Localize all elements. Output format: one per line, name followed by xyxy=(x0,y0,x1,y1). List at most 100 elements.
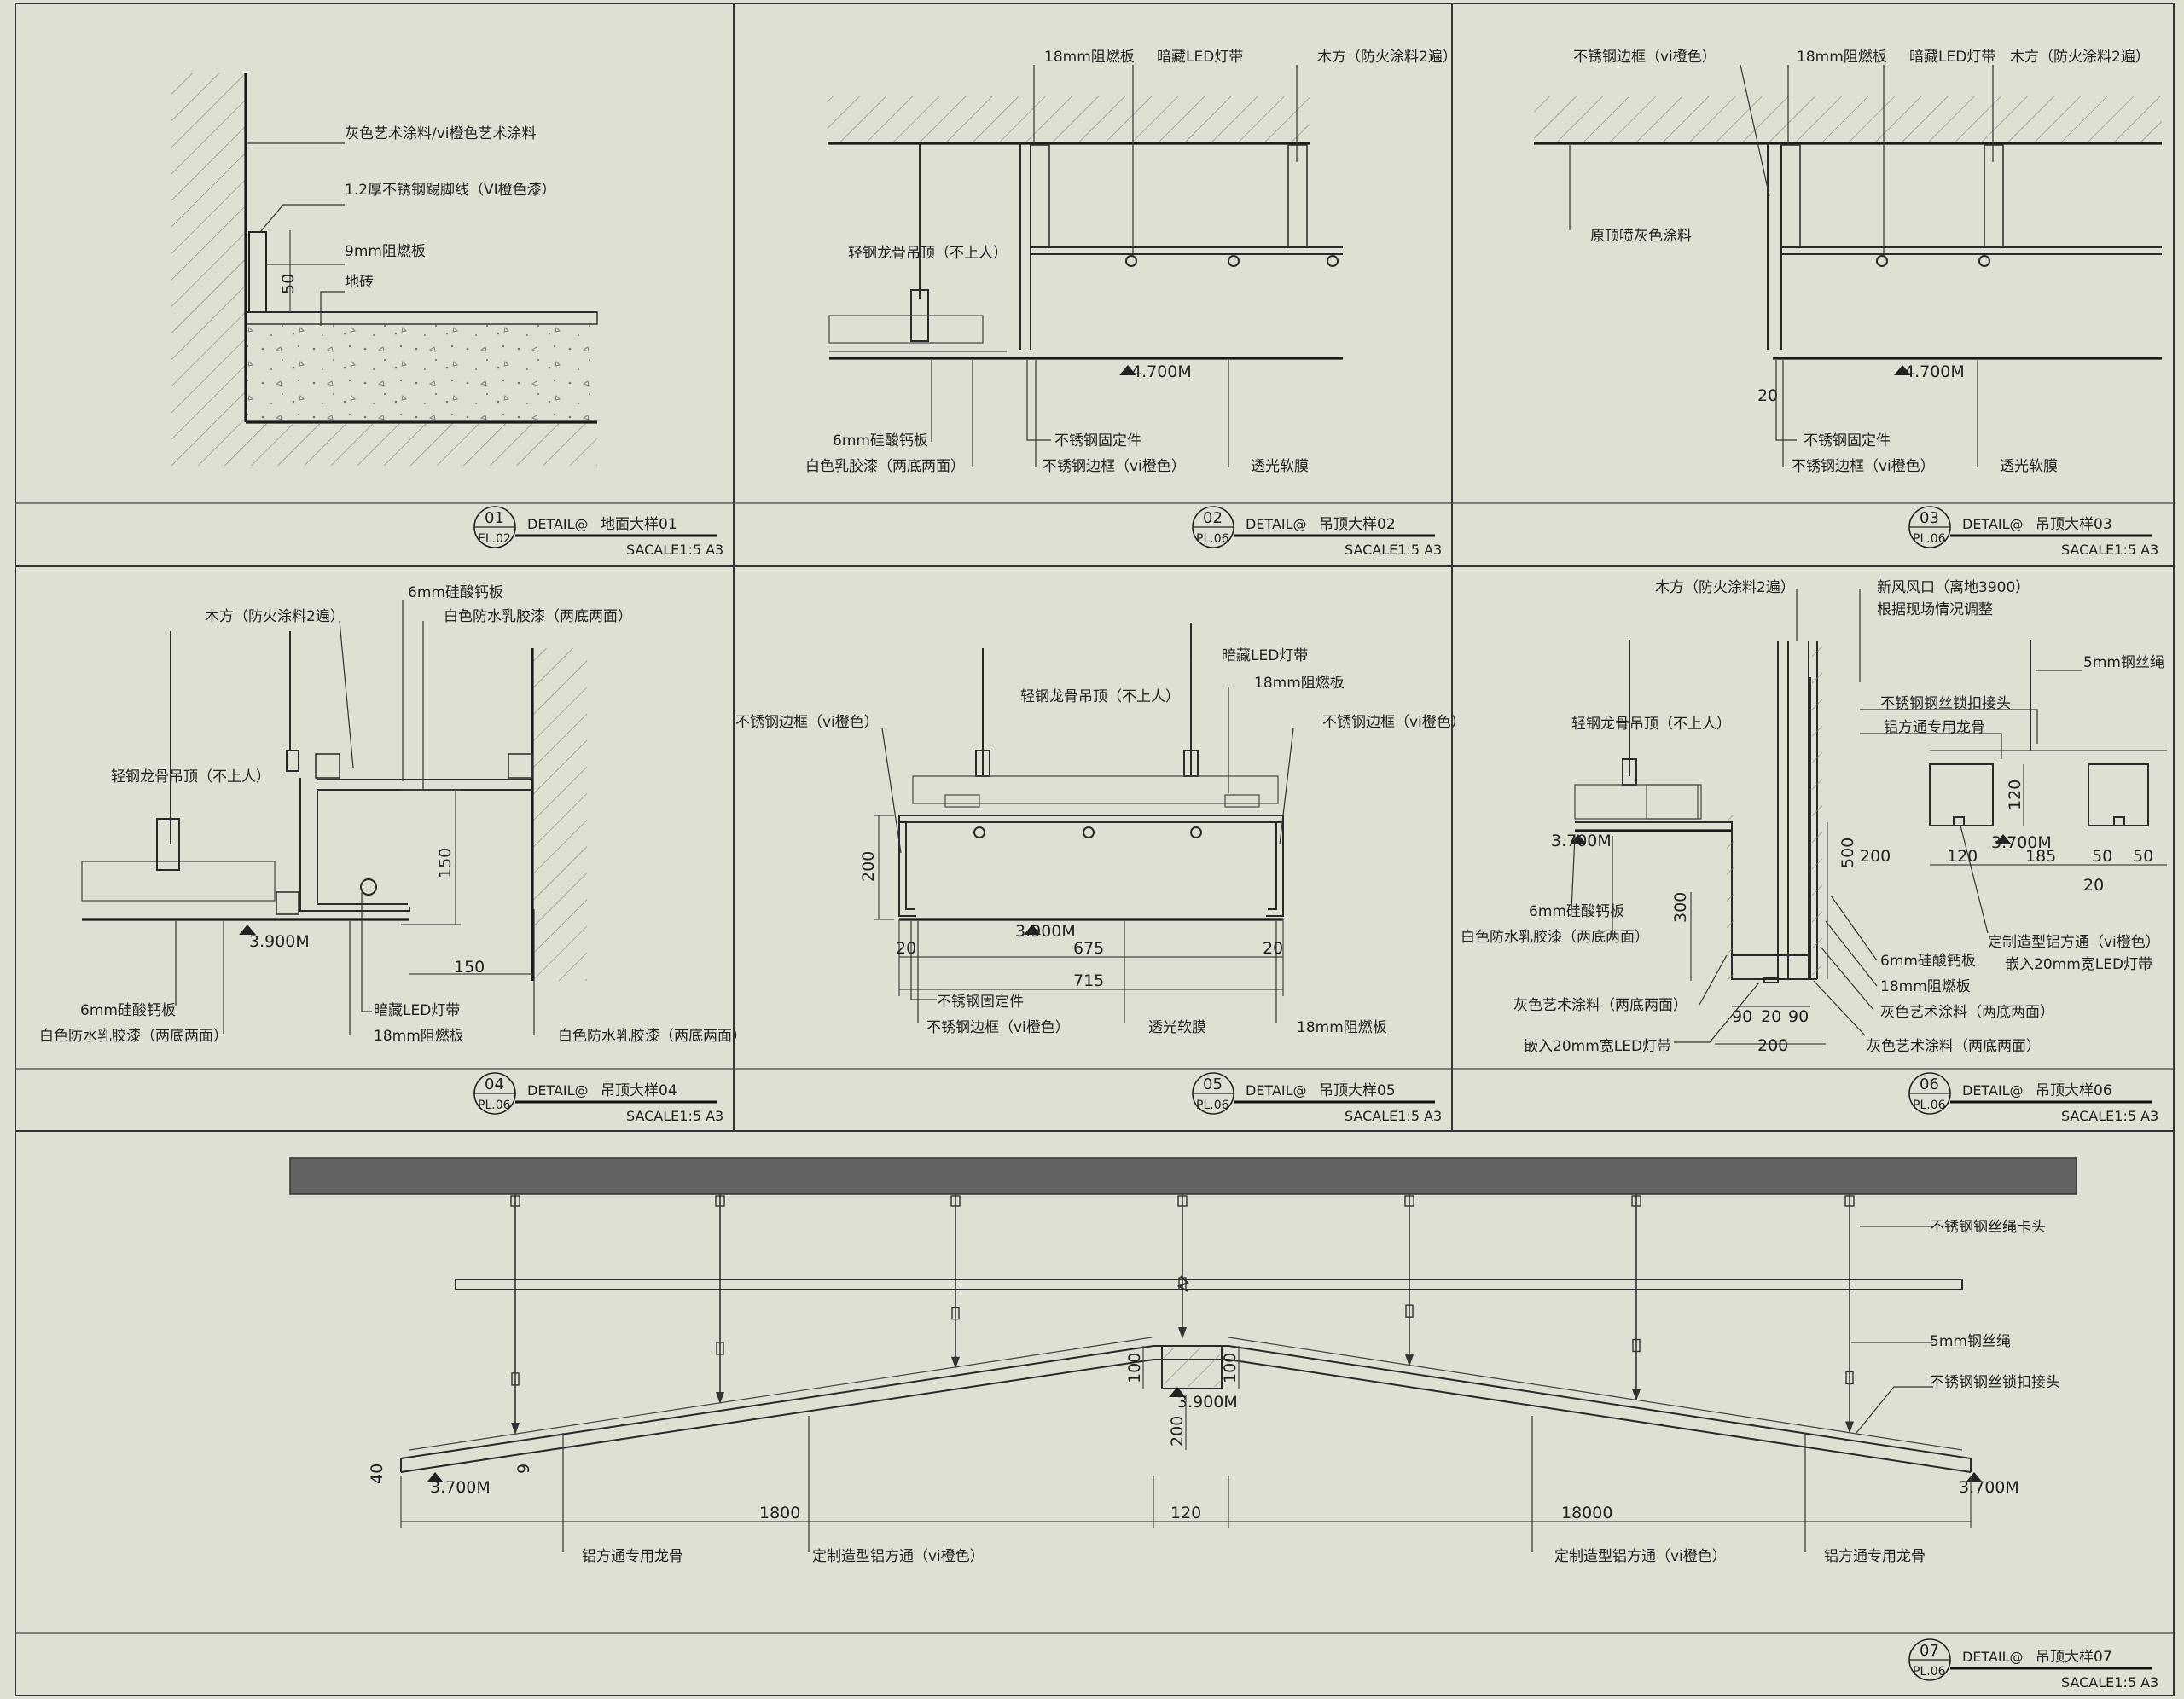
cable-clip xyxy=(1177,1195,1188,1207)
label-film: 透光软膜 xyxy=(1251,458,1309,475)
label-board18: 18mm阻燃板 xyxy=(1880,978,1971,995)
label-skirting: 1.2厚不锈钢踢脚线（VI橙色漆） xyxy=(345,182,556,199)
dim-50-b: 50 xyxy=(2133,847,2153,866)
dim-300: 300 xyxy=(1671,892,1690,923)
label-keel: 轻钢龙骨吊顶（不上人） xyxy=(848,245,1008,262)
detail-number: 05 xyxy=(1203,1076,1223,1093)
dim-120: 120 xyxy=(1170,1504,1201,1522)
structural-beam xyxy=(289,1157,2077,1195)
detail-name: 吊顶大样05 xyxy=(1319,1082,1396,1099)
dim-200-b: 200 xyxy=(1757,1036,1788,1055)
dim-200: 200 xyxy=(859,851,878,882)
cable-lock xyxy=(1405,1304,1414,1318)
detail-scale: SACALE1:5 A3 xyxy=(626,542,723,558)
detail-number: 07 xyxy=(1920,1642,1939,1660)
detail-number: 01 xyxy=(485,509,504,527)
label-cable5: 5mm钢丝绳 xyxy=(2083,654,2164,671)
cable-lock xyxy=(951,1307,960,1320)
label-film: 透光软膜 xyxy=(2000,458,2058,475)
sheet-frame xyxy=(15,3,2175,1696)
label-wood: 木方（防火涂料2遍） xyxy=(1655,579,1795,596)
detail-name: 吊顶大样04 xyxy=(601,1082,677,1099)
label-clip: 不锈钢钢丝绳卡头 xyxy=(1930,1219,2046,1236)
level-3900: 3.900M xyxy=(1177,1393,1238,1412)
dim-120-v: 120 xyxy=(2006,780,2024,810)
dim-150-v: 150 xyxy=(436,848,455,878)
detail-01: 50 灰色艺术涂料/vi橙色艺术涂料 1.2厚不锈钢踢脚线（VI橙色漆） 9mm… xyxy=(171,73,598,466)
label-latex: 白色防水乳胶漆（两底两面） xyxy=(1461,929,1649,946)
label-led: 暗藏LED灯带 xyxy=(1222,647,1308,664)
cable-end xyxy=(716,1392,724,1405)
sheet-ref: PL.06 xyxy=(1913,1099,1946,1112)
cable-lock xyxy=(1178,1277,1187,1290)
detail-tag: DETAIL@ xyxy=(1246,1082,1307,1099)
label-cable5: 5mm钢丝绳 xyxy=(1930,1333,2011,1350)
label-frame: 不锈钢边框（vi橙色） xyxy=(1043,458,1186,475)
cable-lock xyxy=(511,1372,520,1386)
dim-100-b: 100 xyxy=(1221,1353,1240,1383)
detail-name: 地面大样01 xyxy=(601,516,677,533)
label-board18-top: 18mm阻燃板 xyxy=(1254,675,1345,692)
label-fixer: 不锈钢固定件 xyxy=(937,994,1024,1011)
level-3700-b: 3.700M xyxy=(1991,833,2052,852)
label-led: 暗藏LED灯带 xyxy=(1909,49,1995,66)
label-spray: 原顶喷灰色涂料 xyxy=(1590,228,1692,245)
detail-scale: SACALE1:5 A3 xyxy=(2061,1674,2158,1690)
label-film: 透光软膜 xyxy=(1148,1019,1206,1036)
dim-90-a: 90 xyxy=(1732,1007,1752,1026)
detail-02: 4.700M 18mm阻燃板 暗藏LED灯带 木方（防火涂料2遍） 轻钢龙骨吊顶… xyxy=(805,49,1457,475)
label-keel: 轻钢龙骨吊顶（不上人） xyxy=(1571,716,1731,733)
label-frame-bottom: 不锈钢边框（vi橙色） xyxy=(926,1019,1070,1036)
label-frame: 不锈钢边框（vi橙色） xyxy=(1792,458,1935,475)
dim-40: 40 xyxy=(368,1464,386,1484)
detail-name: 吊顶大样02 xyxy=(1319,516,1396,533)
detail-scale: SACALE1:5 A3 xyxy=(2061,542,2158,558)
label-silicate: 6mm硅酸钙板 xyxy=(833,432,928,449)
dim-50-a: 50 xyxy=(2092,847,2112,866)
label-board18: 18mm阻燃板 xyxy=(1797,49,1887,66)
dim-185: 185 xyxy=(2025,847,2056,866)
detail-tag: DETAIL@ xyxy=(527,516,589,532)
dim-200-a: 200 xyxy=(1860,847,1891,866)
detail-name: 吊顶大样03 xyxy=(2036,516,2112,533)
cable-end xyxy=(1178,1327,1187,1339)
detail-04: 3.900M 150 150 6mm硅酸钙板 木方（防火涂料2遍） 白色防水乳胶… xyxy=(39,584,746,1045)
label-wood: 木方（防火涂料2遍） xyxy=(205,608,345,625)
label-led: 暗藏LED灯带 xyxy=(374,1002,460,1019)
dim-200: 200 xyxy=(1168,1416,1187,1447)
label-latex: 白色乳胶漆（两底两面） xyxy=(805,458,965,475)
sheet-ref: EL.02 xyxy=(478,532,511,546)
detail-tag: DETAIL@ xyxy=(527,1082,589,1099)
detail-03: 4.700M 20 不锈钢边框（vi橙色） 18mm阻燃板 暗藏LED灯带 木方… xyxy=(1534,49,2162,475)
cable-clip xyxy=(950,1195,961,1207)
detail-number: 04 xyxy=(485,1076,504,1093)
label-lock: 不锈钢钢丝锁扣接头 xyxy=(1930,1374,2060,1391)
dim-20-b: 20 xyxy=(2083,876,2104,895)
label-grey-2: 灰色艺术涂料（两底两面） xyxy=(1880,1004,2054,1021)
cable-clip xyxy=(715,1195,725,1207)
cable-end xyxy=(1845,1421,1854,1434)
detail-number: 06 xyxy=(1920,1076,1939,1093)
detail-05: 3.900M 200 20 675 20 715 暗藏LED灯带 轻钢龙骨吊顶（… xyxy=(735,623,1466,1036)
label-alu-left: 定制造型铝方通（vi橙色） xyxy=(812,1548,985,1565)
label-wood: 木方（防火涂料2遍） xyxy=(2010,49,2150,66)
label-silicate-left: 6mm硅酸钙板 xyxy=(1529,903,1624,920)
dim-20-a: 20 xyxy=(896,939,916,958)
label-board18: 18mm阻燃板 xyxy=(374,1028,464,1045)
dim-20: 20 xyxy=(1761,1007,1781,1026)
label-board18: 18mm阻燃板 xyxy=(1297,1019,1387,1036)
sheet-ref: PL.06 xyxy=(1196,532,1229,546)
label-alu: 定制造型铝方通（vi橙色） xyxy=(1988,934,2160,951)
detail-scale: SACALE1:5 A3 xyxy=(2061,1108,2158,1124)
dim-150-h: 150 xyxy=(454,958,485,977)
label-silicate-top: 6mm硅酸钙板 xyxy=(408,584,503,601)
label-keel-left: 铝方通专用龙骨 xyxy=(582,1548,683,1565)
cable-clip xyxy=(1631,1195,1641,1207)
dim-715: 715 xyxy=(1073,971,1104,990)
level-3700-a: 3.700M xyxy=(430,1478,491,1497)
label-keel-right: 铝方通专用龙骨 xyxy=(1824,1548,1926,1565)
label-fixer: 不锈钢固定件 xyxy=(1804,432,1891,449)
sheet-ref: PL.06 xyxy=(478,1099,511,1112)
